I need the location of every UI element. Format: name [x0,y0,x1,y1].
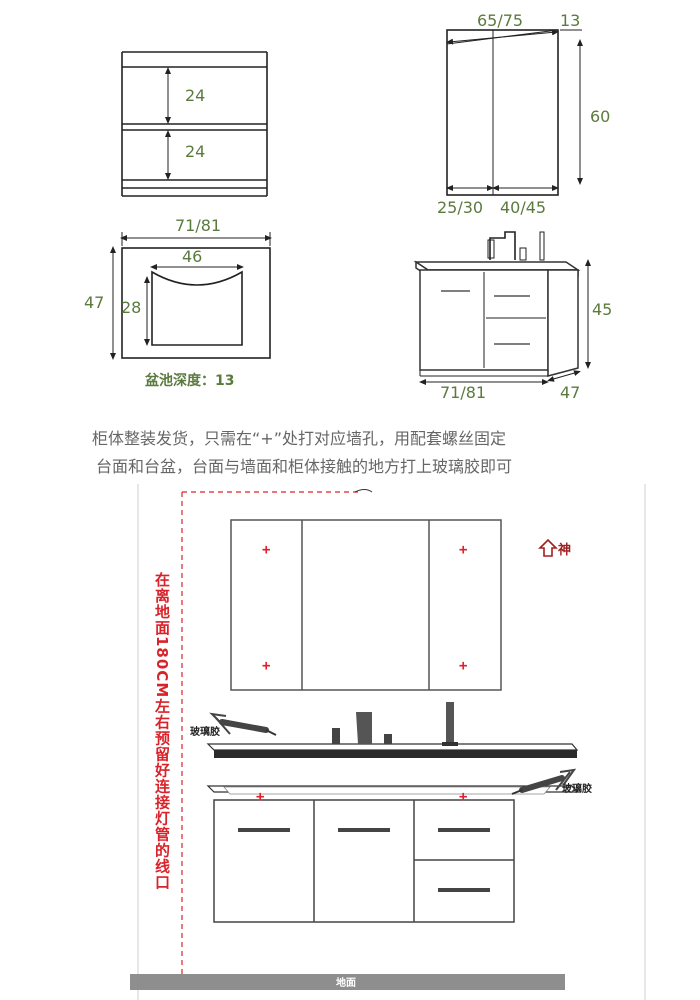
vanity-cabinet-3d [413,231,591,385]
top-depth-dim: 47 [84,293,104,312]
mirror-width-dim: 65/75 [477,11,523,30]
mirror-hole-mark-4: + [459,658,467,674]
cabinet-hole-mark-2: + [459,789,467,805]
mirror-cabinet-front [446,29,583,196]
cabinet-hole-mark-1: + [256,789,264,805]
basin-depth-note: 盆池深度：13 [144,372,234,389]
cab-depth-dim: 47 [560,383,580,402]
glue-label-right: 玻璃胶 [562,782,592,795]
vanity-cabinet-install [206,785,580,923]
shelf-bottom-dim: 24 [185,142,205,161]
mirror-height-dim: 60 [590,107,610,126]
brand-logo-text: 神 [558,542,571,558]
brand-logo [538,538,558,557]
mirror-right-dim: 40/45 [500,198,546,217]
basin-width-dim: 46 [182,247,202,266]
mirror-cabinet-install [230,519,502,691]
floor-label: 地面 [336,976,356,989]
cab-width-dim: 71/81 [440,383,486,402]
floor-bar [130,974,565,990]
mirror-hole-mark-1: + [262,542,270,558]
mirror-left-dim: 25/30 [437,198,483,217]
glue-label-left: 玻璃胶 [190,725,220,738]
wire-height-guide [181,489,373,975]
mirror-hole-mark-2: + [459,542,467,558]
mirror-depth-dim: 13 [560,11,580,30]
countertop-install [206,702,579,758]
basin-depth-plan-dim: 28 [121,298,141,317]
countertop-plan [110,232,272,360]
instruction-line-1: 柜体整装发货，只需在“+”处打对应墙孔，用配套螺丝固定 [92,429,506,448]
wire-height-label: 在离地面180CM左右预留好连接灯管的线口 [153,571,171,890]
caulk-gun-left [209,712,277,736]
mirror-hole-mark-3: + [262,658,270,674]
top-width-dim: 71/81 [175,216,221,235]
caulk-gun-right [511,768,577,795]
instruction-line-2: 台面和台盆，台面与墙面和柜体接触的地方打上玻璃胶即可 [96,457,512,476]
shelf-top-dim: 24 [185,86,205,105]
shelf-unit [121,51,268,197]
cab-height-dim: 45 [592,300,612,319]
